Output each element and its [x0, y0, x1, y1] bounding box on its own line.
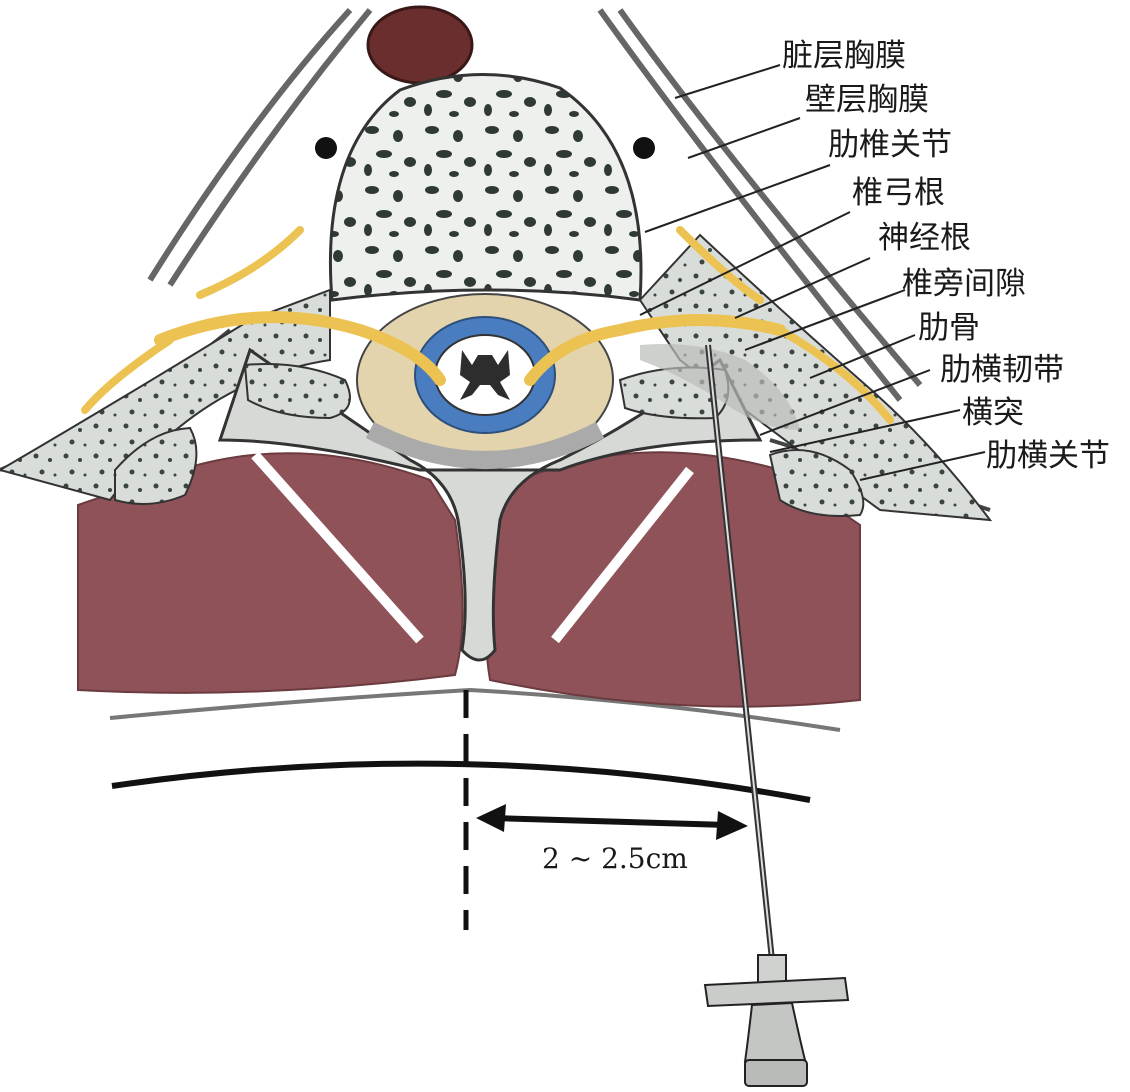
label-costotransverse-ligament: 肋横韧带	[940, 352, 1064, 388]
needle-hub-base	[745, 1060, 807, 1086]
label-costovertebral-joint: 肋椎关节	[828, 127, 952, 163]
leader-costovertebral-joint	[645, 165, 830, 232]
aorta	[368, 7, 472, 83]
right-vessel	[633, 137, 655, 159]
label-parietal-pleura: 壁层胸膜	[805, 82, 929, 118]
skin-line	[112, 764, 810, 800]
dimension-label: 2 ~ 2.5cm	[542, 842, 688, 875]
left-vessel	[315, 137, 337, 159]
label-paravertebral-space: 椎旁间隙	[902, 266, 1026, 302]
label-pedicle: 椎弓根	[852, 175, 945, 211]
dimension-arrowhead-left	[476, 804, 506, 832]
label-nerve-root: 神经根	[878, 220, 971, 256]
label-costotransverse-joint: 肋横关节	[986, 438, 1110, 474]
needle-hub	[745, 1003, 805, 1062]
label-transverse-process: 横突	[962, 395, 1024, 431]
left-nerve-branch	[200, 230, 300, 295]
dimension-arrowhead-right	[716, 811, 748, 840]
label-rib: 肋骨	[918, 310, 980, 346]
vertebral-body	[330, 74, 641, 300]
leader-visceral-pleura	[675, 65, 780, 98]
needle-wings	[705, 978, 848, 1006]
dimension-arrow	[492, 818, 728, 825]
label-visceral-pleura: 脏层胸膜	[782, 38, 906, 74]
